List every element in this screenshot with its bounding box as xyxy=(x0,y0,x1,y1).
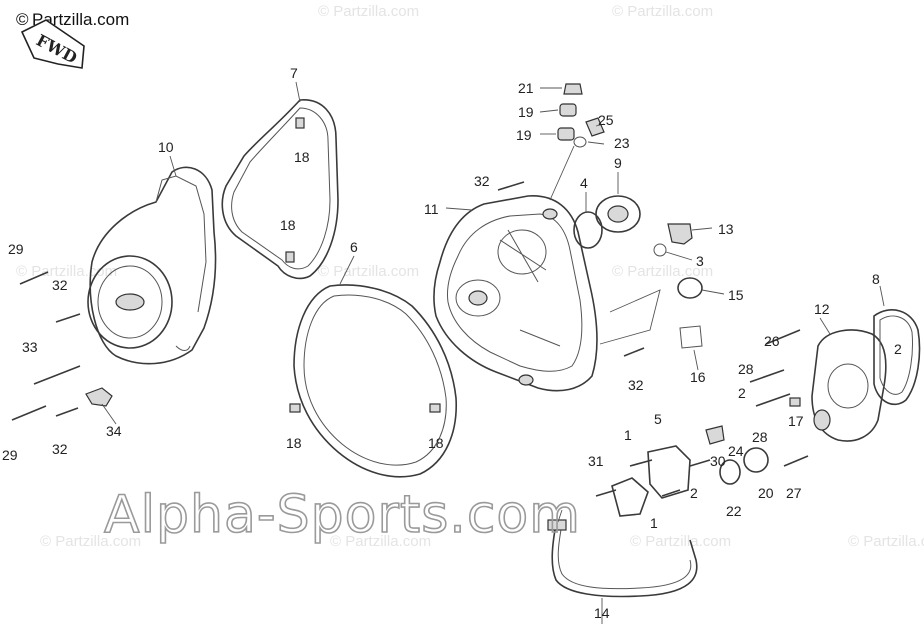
callout-label: 18 xyxy=(280,217,296,233)
water-pump-body xyxy=(611,425,769,517)
alpha-sports-watermark: Alpha-Sports.com xyxy=(104,485,581,545)
leader-lines xyxy=(101,81,885,624)
bg-watermark: © Partzilla.com xyxy=(318,263,419,280)
brand-name: Partzilla.com xyxy=(32,10,129,29)
water-hose xyxy=(547,519,698,598)
callout-label: 17 xyxy=(788,413,804,429)
callout-label: 28 xyxy=(738,361,754,377)
callout-label: 19 xyxy=(516,127,532,143)
callout-label: 2 xyxy=(894,341,902,357)
callout-label: 3 xyxy=(696,253,704,269)
callout-label: 2 xyxy=(690,485,698,501)
oil-seal-and-o-ring xyxy=(573,195,641,249)
callout-label: 10 xyxy=(158,139,174,155)
water-pump-cover xyxy=(811,329,887,442)
callout-label: 33 xyxy=(22,339,38,355)
callout-label: 28 xyxy=(752,429,768,445)
callout-label: 18 xyxy=(428,435,444,451)
callout-label: 9 xyxy=(614,155,622,171)
callout-label: 32 xyxy=(52,277,68,293)
brand-logo: © Partzilla.com xyxy=(16,10,129,29)
callout-label: 32 xyxy=(474,173,490,189)
callout-label: 30 xyxy=(710,453,726,469)
bg-watermark: © Partzilla.com xyxy=(330,533,431,550)
callout-label: 29 xyxy=(8,241,24,257)
callout-label: 21 xyxy=(518,80,534,96)
callout-label: 34 xyxy=(106,423,122,439)
callout-label: 8 xyxy=(872,271,880,287)
callout-label: 32 xyxy=(52,441,68,457)
callout-label: 15 xyxy=(728,287,744,303)
copyright-mark: © xyxy=(16,10,29,29)
bolts xyxy=(11,181,809,497)
bg-watermark: © Partzilla.com xyxy=(848,533,924,550)
upper-gasket xyxy=(221,99,339,280)
callout-label: 18 xyxy=(286,435,302,451)
callout-label: 32 xyxy=(628,377,644,393)
bg-watermark: © Partzilla.com xyxy=(630,533,731,550)
callout-label: 19 xyxy=(518,104,534,120)
callout-label: 29 xyxy=(2,447,18,463)
top-small-parts xyxy=(557,83,605,148)
callout-label: 23 xyxy=(614,135,630,151)
callout-label: 14 xyxy=(594,605,610,621)
callout-label: 22 xyxy=(726,503,742,519)
callout-label: 25 xyxy=(598,112,614,128)
callout-label: 2 xyxy=(738,385,746,401)
bg-watermark: © Partzilla.com xyxy=(612,263,713,280)
bg-watermark: © Partzilla.com xyxy=(40,533,141,550)
callout-label: 7 xyxy=(290,65,298,81)
callout-label: 20 xyxy=(758,485,774,501)
callout-label: 26 xyxy=(764,333,780,349)
callout-label: 11 xyxy=(424,201,439,217)
left-crankcase-cover xyxy=(87,166,217,365)
clutch-cover xyxy=(433,195,598,392)
callout-label: 27 xyxy=(786,485,802,501)
water-pump-gasket xyxy=(873,309,921,406)
callout-label: 6 xyxy=(350,239,358,255)
bg-watermark: © Partzilla.com xyxy=(612,3,713,20)
callout-label: 31 xyxy=(588,453,604,469)
lower-gasket xyxy=(289,284,457,478)
callout-label: 1 xyxy=(650,515,658,531)
callout-label: 5 xyxy=(654,411,662,427)
callout-label: 13 xyxy=(718,221,734,237)
bg-watermark: © Partzilla.com xyxy=(318,3,419,20)
callout-label: 18 xyxy=(294,149,310,165)
callout-label: 16 xyxy=(690,369,706,385)
callout-label: 1 xyxy=(624,427,632,443)
shaft-parts xyxy=(653,223,703,349)
callout-labels: 21 19 25 19 23 7 10 18 32 9 4 11 13 18 6… xyxy=(2,65,902,621)
callout-label: 4 xyxy=(580,175,588,191)
callout-label: 24 xyxy=(728,443,744,459)
callout-label: 12 xyxy=(814,301,830,317)
